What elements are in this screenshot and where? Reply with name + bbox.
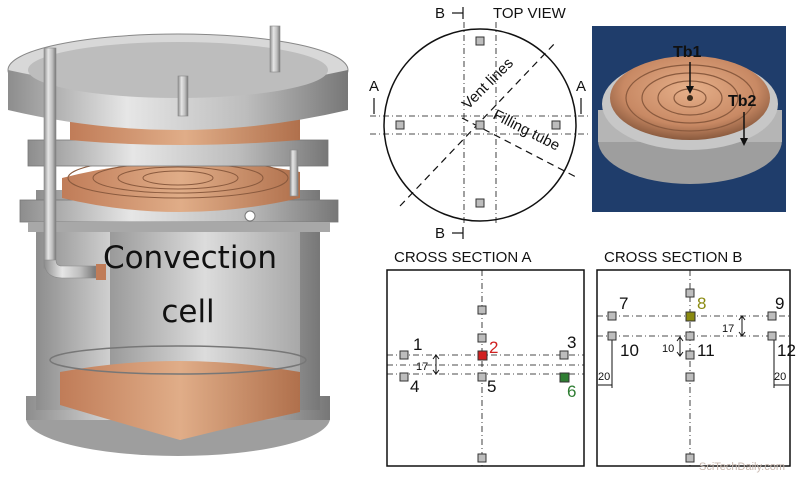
- cross-b-sensor-9: [767, 311, 777, 321]
- cross-a-sensor-6: [559, 372, 570, 383]
- section-b-marker-bottom: B: [435, 225, 445, 242]
- cross-b-dim-10-label: 10: [662, 343, 674, 355]
- cross-a-label-4: 4: [410, 377, 419, 396]
- section-b-marker-top: B: [435, 5, 445, 22]
- filling-tube-pipe: [43, 47, 57, 269]
- cross-b-sensor-bottom-mid: [685, 372, 695, 382]
- cell-label-line1: Convection: [103, 240, 277, 276]
- top-view-sensor: [395, 120, 405, 130]
- cross-a-label-5: 5: [487, 377, 496, 396]
- filling-tube-connector: [96, 264, 106, 280]
- section-a-marker-left: A: [369, 78, 379, 95]
- bottom-rim: [49, 345, 307, 375]
- spiral-groove-3: [117, 166, 239, 190]
- cross-b-label-11: 11: [697, 341, 715, 360]
- photo-arrowhead-tb1: [686, 86, 694, 94]
- cross-a-sensor-3: [559, 350, 569, 360]
- cross-b-sensor-12: [767, 331, 777, 341]
- cross-a-sensor-bottom: [477, 453, 487, 463]
- cross-a-dim-17-arrows: [432, 354, 440, 375]
- cross-b-dim-20-left-label: 20: [598, 371, 610, 383]
- cross-a-sensor-1: [399, 350, 409, 360]
- cross-a-sensor-top: [477, 305, 487, 315]
- cross-b-dim-10-arrows: [676, 336, 684, 357]
- bottom-copper-plate: [60, 361, 300, 440]
- top-view-title: TOP VIEW: [493, 5, 567, 22]
- cross-section-b-frame: [596, 269, 791, 467]
- cross-a-sensor-upper: [477, 333, 487, 343]
- cross-b-sensor-lower: [685, 350, 695, 360]
- cross-b-sensor-10: [607, 331, 617, 341]
- vent-lines-label: Vent lines: [459, 55, 517, 113]
- cross-a-sensor-4: [399, 372, 409, 382]
- cross-b-label-8: 8: [697, 294, 706, 313]
- cross-b-dim-17-label: 17: [722, 323, 734, 335]
- side-tube: [289, 149, 299, 197]
- cross-b-label-12: 12: [777, 341, 796, 360]
- cross-b-dim-20-right-label: 20: [774, 371, 786, 383]
- cross-section-b-title: CROSS SECTION B: [604, 249, 742, 266]
- cross-b-sensor-11: [685, 331, 695, 341]
- photo-center-point: [687, 95, 693, 101]
- cross-b-label-7: 7: [619, 294, 628, 313]
- cross-a-label-6: 6: [567, 382, 576, 401]
- cross-section-b: CROSS SECTION B 7 8 9 10 11 12 17 10 20 …: [596, 249, 796, 467]
- section-a-marker-right: A: [576, 78, 586, 95]
- middle-flange-lip: [28, 222, 330, 232]
- cross-b-sensor-bottom: [685, 453, 695, 463]
- viewing-hole: [244, 210, 256, 222]
- top-view-sensor: [551, 120, 561, 130]
- cross-b-sensor-8: [685, 311, 696, 322]
- vent-tube-right: [269, 25, 281, 73]
- cross-section-a-frame: [386, 269, 585, 467]
- spiral-groove-4: [142, 170, 214, 186]
- vent-tube-center: [177, 75, 189, 117]
- cross-b-sensor-7: [607, 311, 617, 321]
- top-lid-inner: [28, 42, 328, 98]
- cross-b-dim-17-arrows: [738, 315, 746, 337]
- watermark: SciTechDaily.com: [699, 461, 785, 473]
- cross-a-label-2: 2: [489, 338, 498, 357]
- cross-a-label-3: 3: [567, 333, 576, 352]
- photo-arrowhead-tb2: [740, 138, 748, 146]
- cross-a-sensor-5: [477, 372, 487, 382]
- top-view-diagram: TOP VIEW B B A A Vent lines Filling tube: [369, 5, 590, 242]
- filling-tube-label: Filling tube: [490, 106, 562, 154]
- cross-a-dim-17-label: 17: [416, 361, 428, 373]
- spiral-copper-plate: [62, 161, 300, 212]
- cross-section-a-title: CROSS SECTION A: [394, 249, 532, 266]
- cell-label-line2: cell: [161, 294, 214, 330]
- cell-photo: Tb1 Tb2: [592, 26, 786, 212]
- top-view-sensor: [475, 198, 485, 208]
- cross-b-label-9: 9: [775, 294, 784, 313]
- top-view-sensor: [475, 120, 485, 130]
- cross-b-label-10: 10: [620, 341, 639, 360]
- cross-a-sensor-2: [477, 350, 488, 361]
- convection-cell-illustration: Convection cell: [7, 25, 349, 456]
- cross-section-a: CROSS SECTION A 1 2 3 4 5 6 17: [386, 249, 585, 467]
- cross-a-label-1: 1: [413, 335, 422, 354]
- top-view-circle: [383, 28, 577, 222]
- top-view-sensor: [475, 36, 485, 46]
- cross-b-sensor-top: [685, 288, 695, 298]
- photo-label-tb1: Tb1: [673, 44, 702, 61]
- filling-tube-diagonal: [461, 117, 579, 179]
- photo-label-tb2: Tb2: [728, 93, 757, 110]
